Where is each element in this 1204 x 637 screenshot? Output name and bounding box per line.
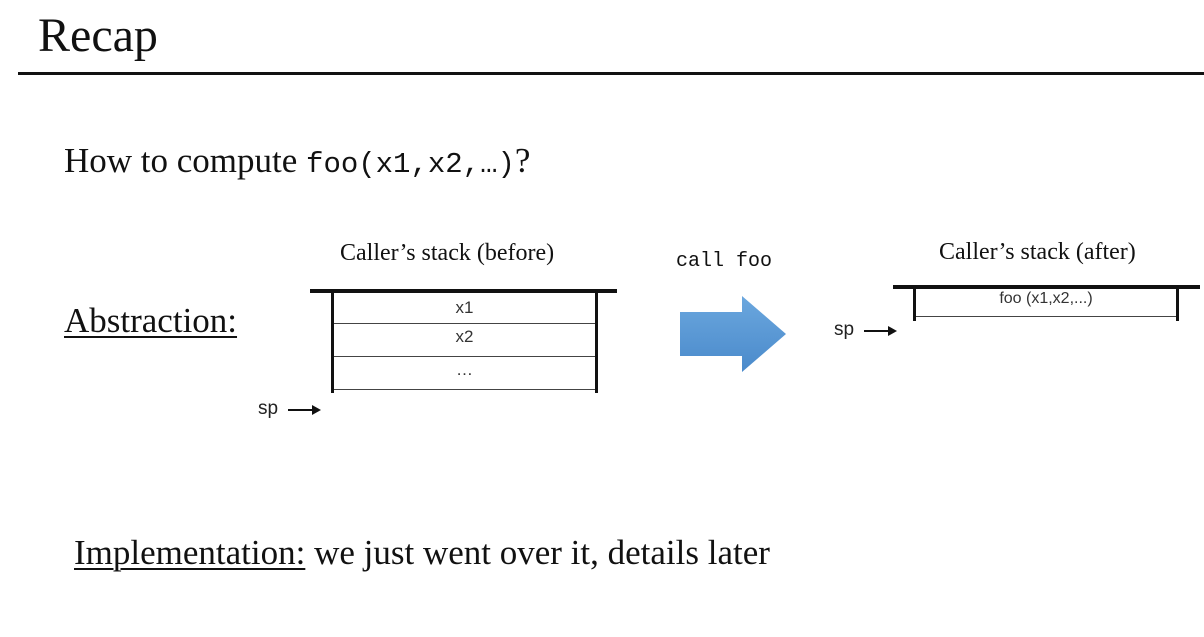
- question-suffix: ?: [514, 141, 531, 180]
- after-stack-right-wall: [1176, 285, 1179, 321]
- abstraction-label: Abstraction:: [64, 301, 238, 340]
- implementation-label: Implementation:: [74, 533, 306, 572]
- before-stack-cell-x1: x1: [455, 298, 474, 317]
- call-arrow-icon: [680, 296, 786, 372]
- question-prefix: How to compute: [64, 141, 307, 180]
- before-stack-cell-x2: x2: [455, 327, 474, 346]
- right-arrow-icon: [288, 405, 322, 416]
- question-code: foo(x1,x2,…): [306, 148, 515, 181]
- implementation-line: Implementation: we just went over it, de…: [74, 531, 770, 575]
- title-divider: [18, 72, 1204, 75]
- before-stack-cell-ellipsis: …: [456, 360, 473, 379]
- before-sp-pointer: sp: [258, 398, 322, 420]
- after-stack-top-bar: [893, 285, 1200, 289]
- after-stack-left-wall: [913, 285, 916, 321]
- before-stack-right-wall: [595, 289, 598, 393]
- before-stack-caption: Caller’s stack (before): [340, 240, 555, 266]
- before-stack-top-bar: [310, 289, 617, 293]
- after-sp-label: sp: [834, 319, 855, 340]
- after-sp-pointer: sp: [834, 319, 898, 341]
- before-stack-cell-divider: [334, 389, 595, 390]
- before-stack-left-wall: [331, 289, 334, 393]
- after-stack-cell-foo: foo (x1,x2,...): [999, 290, 1093, 307]
- before-stack-cell-divider: [334, 356, 595, 357]
- before-stack-cell-divider: [334, 323, 595, 324]
- call-arrow-shape: [680, 296, 786, 372]
- after-stack-cell-divider: [916, 316, 1176, 317]
- before-sp-label: sp: [258, 398, 279, 419]
- slide-title: Recap: [38, 9, 158, 62]
- right-arrow-icon: [864, 326, 898, 337]
- question-line: How to compute foo(x1,x2,…)?: [64, 139, 530, 187]
- implementation-text: we just went over it, details later: [305, 533, 770, 572]
- call-foo-label: call foo: [676, 250, 773, 273]
- after-stack-caption: Caller’s stack (after): [939, 239, 1136, 265]
